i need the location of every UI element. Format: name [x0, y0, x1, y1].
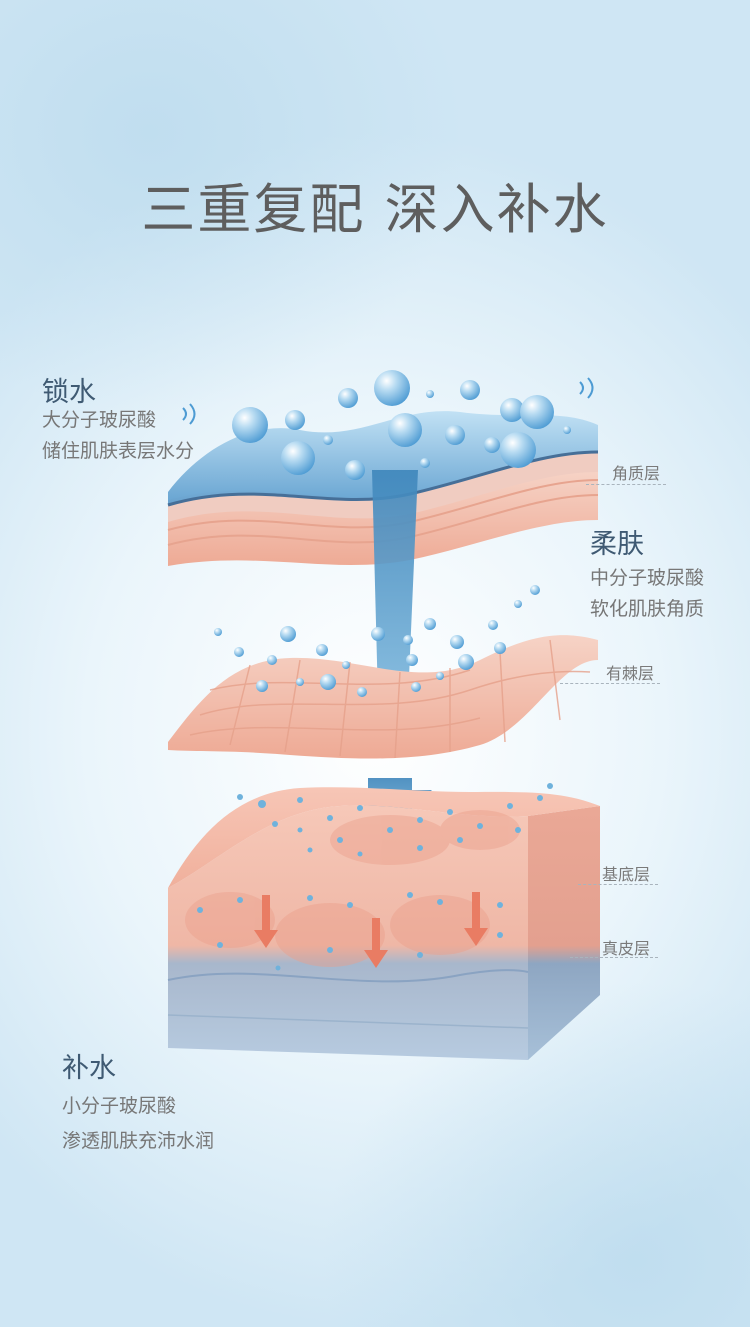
- small-molecule-bubbles: [197, 783, 553, 971]
- lock-description: 大分子玻尿酸 储住肌肤表层水分: [42, 405, 194, 467]
- leader-stratum-corneum: [586, 484, 666, 485]
- bottom-skin-block: [167, 787, 600, 1060]
- soften-description: 中分子玻尿酸 软化肌肤角质: [590, 563, 704, 625]
- label-basal: 基底层: [602, 865, 651, 884]
- leader-dermis: [570, 957, 658, 958]
- ripple-icon: [182, 377, 594, 425]
- hydrate-heading: 补水: [62, 1053, 116, 1084]
- penetration-arrows: [254, 892, 488, 968]
- label-dermis: 真皮层: [602, 939, 651, 958]
- leader-basal: [578, 884, 658, 885]
- middle-skin-layer: [168, 635, 598, 759]
- soften-line-1: 中分子玻尿酸: [590, 567, 705, 589]
- hydrate-line-1: 小分子玻尿酸: [62, 1095, 177, 1117]
- lock-heading: 锁水: [42, 377, 96, 408]
- lock-line-1: 大分子玻尿酸: [42, 409, 157, 431]
- soften-heading: 柔肤: [590, 529, 644, 560]
- label-stratum-corneum: 角质层: [612, 464, 661, 483]
- label-spinous: 有棘层: [606, 664, 655, 683]
- large-molecule-bubbles: [232, 370, 571, 480]
- hydrate-description: 小分子玻尿酸 渗透肌肤充沛水润: [62, 1089, 214, 1159]
- medium-molecule-bubbles: [214, 585, 540, 697]
- page-title: 三重复配 深入补水: [141, 178, 609, 241]
- soften-line-2: 软化肌肤角质: [590, 598, 705, 620]
- hydrate-line-2: 渗透肌肤充沛水润: [62, 1130, 215, 1152]
- lock-line-2: 储住肌肤表层水分: [42, 440, 195, 462]
- leader-spinous: [560, 683, 660, 684]
